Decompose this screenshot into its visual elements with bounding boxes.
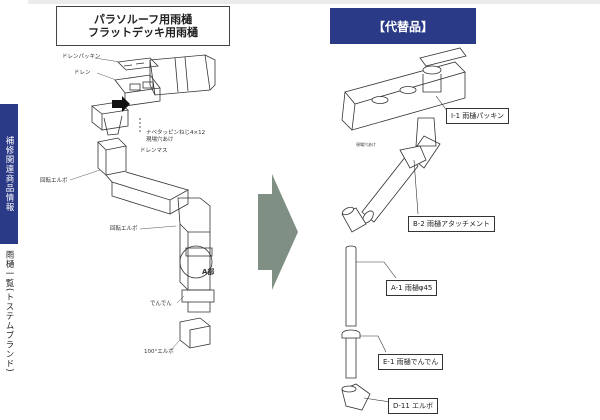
drain-socket-label: ドレンマス: [140, 147, 168, 154]
label-gutter-pipe: A-1 雨樋φ45: [386, 280, 438, 296]
denden-label: でんでん: [150, 300, 172, 307]
right-roof-structure: [341, 47, 467, 131]
label-gutter-denden: E-1 雨樋でんでん: [378, 354, 444, 370]
right-straight-pipe: [345, 245, 357, 327]
left-downpipe: [97, 137, 215, 349]
label-gutter-attachment: B-2 雨樋アタッチメント: [408, 216, 496, 232]
right-denden-pipe: [341, 329, 361, 379]
part-a-callout-circle: [179, 245, 213, 279]
alternative-title-box: 【代替品】: [330, 8, 476, 44]
top-band: [28, 0, 600, 4]
drain-socket-part: [91, 101, 129, 136]
side-tab-label: 補修関連商品情報: [4, 136, 14, 212]
elbow-100-label: 100°エルボ: [144, 347, 174, 355]
alternative-title: 【代替品】: [372, 19, 433, 34]
screw-note-label: 現場穴あけ: [146, 135, 174, 143]
left-title-box: パラソルーフ用雨樋 フラットデッキ用雨樋: [56, 6, 230, 46]
label-gutter-packing: I-1 雨樋パッキン: [446, 108, 510, 124]
drain-packing-label: ドレンパッキン: [62, 53, 101, 60]
side-sub-label: 雨樋一覧(トステムブランド): [4, 250, 14, 373]
assembly-arrow: [112, 96, 130, 112]
right-small-note: 現場穴あけ: [356, 141, 376, 147]
side-category-tab[interactable]: 補修関連商品情報: [0, 104, 18, 244]
side-subtitle: 雨樋一覧(トステムブランド): [0, 250, 18, 380]
rotary-elbow-label-1: 回転エルボ: [40, 176, 68, 184]
drain-label: ドレン: [74, 70, 91, 76]
left-title-line1: パラソルーフ用雨樋: [93, 13, 193, 26]
right-bottom-elbow: [341, 383, 371, 411]
screw-label: ナベタッピンねじ4×12: [146, 128, 205, 136]
right-attachment: [409, 117, 441, 169]
rotary-elbow-label-2: 回転エルボ: [110, 224, 138, 232]
right-small-elbow: [341, 206, 367, 233]
part-a-label: A部: [202, 267, 214, 276]
label-elbow: D-11 エルボ: [388, 398, 439, 414]
left-title-line2: フラットデッキ用雨樋: [88, 26, 198, 39]
replacement-arrow: [258, 174, 298, 290]
drain-packing-part: [117, 57, 159, 71]
